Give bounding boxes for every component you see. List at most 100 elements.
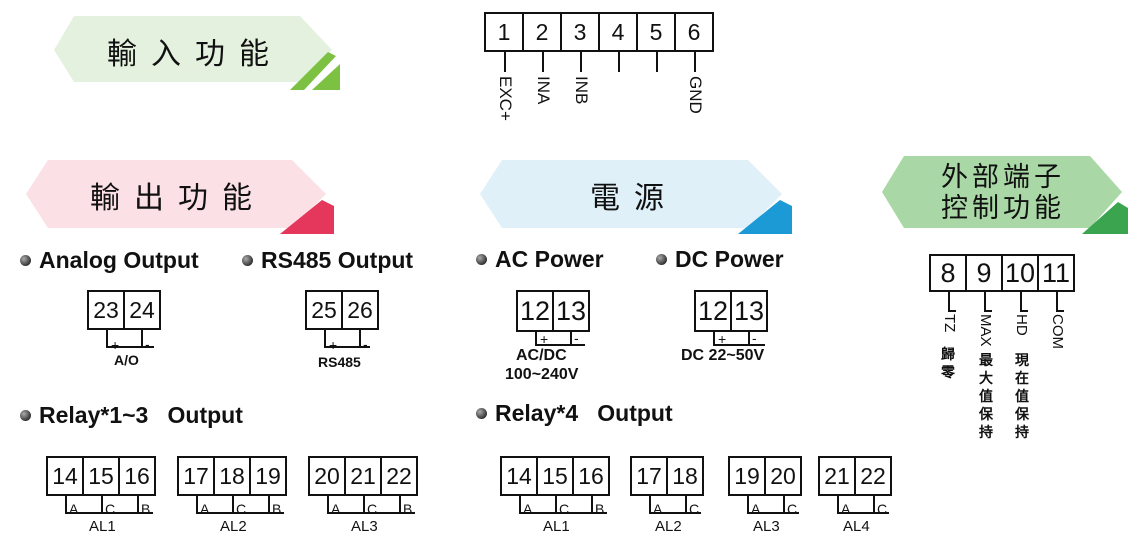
wire-line bbox=[649, 512, 701, 514]
wire-line bbox=[101, 494, 103, 512]
relay-pin-label: A bbox=[841, 501, 851, 517]
terminal-number: 14 bbox=[48, 458, 84, 494]
terminal-number: 21 bbox=[820, 458, 856, 494]
terminal-number: 24 bbox=[129, 296, 155, 323]
wire-line bbox=[327, 494, 329, 512]
input-terminal-label: INA bbox=[534, 76, 553, 105]
analog-label: A/O bbox=[114, 352, 139, 368]
relay-pin-label: B bbox=[403, 501, 413, 517]
heading-relay-4: Relay*4 Output bbox=[476, 400, 673, 427]
banner-output-function: 輸出功能 bbox=[22, 156, 334, 234]
wire-line bbox=[327, 512, 415, 514]
terminal-number: 9 bbox=[967, 256, 1003, 290]
external-desc-label: 現在值保持 bbox=[1015, 353, 1029, 441]
dc-label: DC 22~50V bbox=[681, 347, 765, 364]
banner-power-title: 電源 bbox=[590, 181, 678, 216]
terminal-number: 8 bbox=[931, 256, 967, 290]
external-desc-label: 最大值保持 bbox=[979, 353, 993, 441]
banner-input-shape bbox=[54, 16, 340, 90]
heading-dc-text: DC Power bbox=[675, 246, 784, 272]
heading-relay-1-3: Relay*1~3 Output bbox=[20, 402, 243, 429]
relay-group-label: AL4 bbox=[843, 518, 870, 535]
terminal-number: 22 bbox=[860, 462, 886, 489]
relay-group-label: AL1 bbox=[543, 518, 570, 535]
heading-rs485-text: RS485 Output bbox=[261, 247, 414, 273]
wire-line bbox=[694, 50, 696, 72]
terminal-number: 16 bbox=[578, 462, 604, 489]
external-code-label: HD bbox=[1013, 314, 1030, 336]
banner-external-shape bbox=[882, 156, 1128, 234]
relay-group-label: AL2 bbox=[220, 518, 247, 535]
terminal-number: 15 bbox=[84, 458, 120, 494]
wire-line bbox=[948, 290, 950, 312]
wire-line bbox=[519, 512, 607, 514]
wire-line bbox=[984, 310, 992, 312]
heading-analog-output: Analog Output bbox=[20, 247, 199, 274]
bullet-dot-icon bbox=[242, 255, 253, 266]
wire-line bbox=[399, 494, 401, 512]
relay-pin-label: C bbox=[689, 501, 700, 517]
heading-analog-text: Analog Output bbox=[39, 247, 199, 273]
wire-line bbox=[713, 330, 715, 344]
wire-line bbox=[748, 330, 750, 344]
input-terminal-label: INB bbox=[572, 76, 591, 105]
relay-pin-label: C bbox=[559, 501, 570, 517]
bullet-dot-icon bbox=[476, 408, 487, 419]
terminal-number: 12 bbox=[696, 292, 732, 330]
wire-line bbox=[106, 328, 108, 346]
wire-line bbox=[535, 344, 585, 346]
wire-line bbox=[747, 494, 749, 512]
external-code-label: TZ bbox=[941, 314, 958, 333]
ac-label-line2: 100~240V bbox=[505, 366, 579, 383]
terminal-number: 13 bbox=[555, 295, 587, 326]
wire-line bbox=[783, 494, 785, 512]
relay-pin-label: C bbox=[787, 501, 798, 517]
terminal-number: 11 bbox=[1041, 257, 1071, 288]
wire-line bbox=[196, 494, 198, 512]
minus-sign: - bbox=[752, 330, 757, 346]
wire-line bbox=[837, 494, 839, 512]
terminal-number: 6 bbox=[687, 18, 701, 45]
banner-external-line2: 控制功能 bbox=[941, 193, 1065, 224]
banner-input-title: 輸入功能 bbox=[107, 37, 283, 72]
relay-group-label: AL3 bbox=[753, 518, 780, 535]
wire-line bbox=[363, 494, 365, 512]
wire-line bbox=[555, 494, 557, 512]
plus-sign: + bbox=[540, 331, 549, 347]
wire-line bbox=[268, 494, 270, 512]
relay-pin-label: B bbox=[595, 501, 605, 517]
terminal-number: 18 bbox=[672, 462, 698, 489]
wire-line bbox=[137, 494, 139, 512]
terminal-number: 19 bbox=[730, 458, 766, 494]
input-terminal-label: EXC+ bbox=[496, 76, 515, 121]
banner-input-function: 輸入功能 bbox=[50, 12, 340, 90]
wire-line bbox=[837, 512, 889, 514]
heading-ac-text: AC Power bbox=[495, 246, 604, 272]
rs485-label: RS485 bbox=[318, 354, 361, 370]
relay-pin-label: C bbox=[877, 501, 888, 517]
wire-line bbox=[984, 290, 986, 312]
banner-power: 電源 bbox=[476, 156, 792, 234]
terminal-number: 13 bbox=[733, 295, 765, 326]
banner-output-title: 輸出功能 bbox=[90, 181, 266, 216]
terminal-number: 12 bbox=[518, 292, 554, 330]
minus-sign: - bbox=[574, 330, 579, 346]
wire-line bbox=[542, 50, 544, 72]
heading-dc-power: DC Power bbox=[656, 246, 784, 273]
relay-pin-label: B bbox=[272, 501, 282, 517]
wire-line bbox=[535, 330, 537, 344]
external-code-label: COM bbox=[1049, 314, 1066, 349]
wire-line bbox=[1056, 310, 1064, 312]
terminal-number: 5 bbox=[638, 14, 676, 50]
wire-line bbox=[1020, 310, 1028, 312]
terminal-number: 19 bbox=[255, 462, 281, 489]
heading-relay4-text: Relay*4 Output bbox=[495, 400, 673, 426]
terminal-number: 22 bbox=[386, 462, 412, 489]
plus-sign: + bbox=[111, 337, 120, 353]
